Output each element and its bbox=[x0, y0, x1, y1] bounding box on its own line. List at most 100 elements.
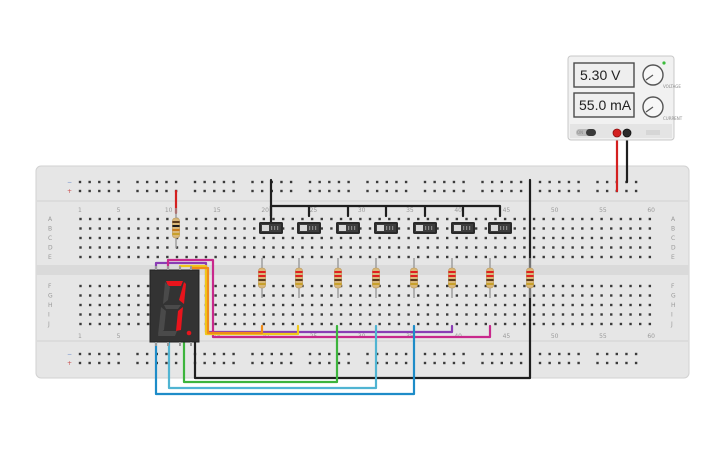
breadboard-hole[interactable] bbox=[426, 303, 430, 307]
rail-hole[interactable] bbox=[443, 189, 446, 193]
breadboard-hole[interactable] bbox=[253, 284, 256, 288]
breadboard-hole[interactable] bbox=[310, 236, 314, 240]
breadboard-hole[interactable] bbox=[233, 246, 237, 249]
breadboard-hole[interactable] bbox=[243, 246, 246, 249]
breadboard-hole[interactable] bbox=[291, 294, 294, 297]
breadboard-hole[interactable] bbox=[619, 322, 623, 326]
breadboard-hole[interactable] bbox=[484, 294, 487, 297]
rail-hole[interactable] bbox=[270, 361, 273, 365]
rail-hole[interactable] bbox=[136, 189, 139, 193]
breadboard-hole[interactable] bbox=[79, 246, 82, 249]
rail-hole[interactable] bbox=[481, 189, 484, 193]
breadboard-hole[interactable] bbox=[127, 255, 130, 259]
breadboard-hole[interactable] bbox=[446, 227, 449, 230]
breadboard-hole[interactable] bbox=[600, 227, 603, 230]
breadboard-hole[interactable] bbox=[214, 303, 217, 307]
breadboard-hole[interactable] bbox=[137, 255, 140, 259]
rail-hole[interactable] bbox=[270, 352, 273, 356]
breadboard-hole[interactable] bbox=[610, 236, 613, 240]
rail-hole[interactable] bbox=[232, 361, 235, 365]
rail-hole[interactable] bbox=[490, 361, 494, 365]
rail-hole[interactable] bbox=[347, 352, 350, 356]
breadboard-hole[interactable] bbox=[79, 322, 82, 326]
breadboard-hole[interactable] bbox=[629, 294, 632, 297]
breadboard-hole[interactable] bbox=[214, 227, 217, 230]
breadboard-hole[interactable] bbox=[426, 294, 430, 297]
rail-hole[interactable] bbox=[308, 352, 312, 356]
breadboard-hole[interactable] bbox=[639, 284, 642, 288]
breadboard-hole[interactable] bbox=[262, 313, 266, 316]
breadboard-hole[interactable] bbox=[281, 313, 285, 316]
breadboard-hole[interactable] bbox=[552, 294, 555, 297]
breadboard-hole[interactable] bbox=[378, 246, 381, 249]
breadboard-hole[interactable] bbox=[378, 322, 381, 326]
breadboard-hole[interactable] bbox=[339, 236, 343, 240]
breadboard-holes[interactable] bbox=[78, 180, 652, 365]
breadboard-hole[interactable] bbox=[465, 246, 468, 249]
rail-hole[interactable] bbox=[490, 352, 494, 356]
breadboard-hole[interactable] bbox=[648, 322, 652, 326]
breadboard-hole[interactable] bbox=[503, 313, 507, 316]
breadboard-hole[interactable] bbox=[484, 246, 487, 249]
breadboard-hole[interactable] bbox=[117, 284, 121, 288]
breadboard-hole[interactable] bbox=[436, 313, 439, 316]
breadboard-hole[interactable] bbox=[619, 284, 623, 288]
breadboard-hole[interactable] bbox=[542, 284, 545, 288]
breadboard-hole[interactable] bbox=[98, 227, 101, 230]
breadboard-hole[interactable] bbox=[436, 217, 439, 221]
breadboard-hole[interactable] bbox=[310, 303, 314, 307]
rail-hole[interactable] bbox=[366, 189, 369, 193]
breadboard-hole[interactable] bbox=[388, 284, 391, 288]
breadboard-hole[interactable] bbox=[561, 217, 565, 221]
breadboard-hole[interactable] bbox=[590, 217, 594, 221]
breadboard-hole[interactable] bbox=[407, 322, 410, 326]
breadboard-hole[interactable] bbox=[513, 236, 516, 240]
breadboard-hole[interactable] bbox=[368, 255, 372, 259]
rail-hole[interactable] bbox=[443, 352, 446, 356]
rail-hole[interactable] bbox=[433, 180, 436, 184]
breadboard-hole[interactable] bbox=[532, 284, 536, 288]
breadboard-hole[interactable] bbox=[291, 246, 294, 249]
breadboard-hole[interactable] bbox=[262, 303, 266, 307]
resistor[interactable] bbox=[258, 258, 266, 298]
breadboard-hole[interactable] bbox=[639, 217, 642, 221]
breadboard-hole[interactable] bbox=[600, 284, 603, 288]
rail-hole[interactable] bbox=[98, 180, 101, 184]
breadboard-hole[interactable] bbox=[233, 284, 237, 288]
breadboard-hole[interactable] bbox=[204, 227, 208, 230]
breadboard-hole[interactable] bbox=[349, 303, 352, 307]
breadboard-hole[interactable] bbox=[253, 227, 256, 230]
rail-hole[interactable] bbox=[165, 352, 168, 356]
rail-hole[interactable] bbox=[423, 180, 427, 184]
rail-hole[interactable] bbox=[558, 189, 561, 193]
breadboard-hole[interactable] bbox=[590, 294, 594, 297]
rail-hole[interactable] bbox=[107, 352, 111, 356]
rail-hole[interactable] bbox=[203, 180, 206, 184]
rail-hole[interactable] bbox=[490, 189, 494, 193]
breadboard-hole[interactable] bbox=[127, 246, 130, 249]
breadboard-hole[interactable] bbox=[503, 294, 507, 297]
breadboard-hole[interactable] bbox=[98, 217, 101, 221]
breadboard-hole[interactable] bbox=[610, 217, 613, 221]
breadboard-hole[interactable] bbox=[204, 217, 208, 221]
breadboard-hole[interactable] bbox=[629, 217, 632, 221]
breadboard-hole[interactable] bbox=[281, 255, 285, 259]
rail-hole[interactable] bbox=[251, 361, 254, 365]
breadboard-hole[interactable] bbox=[446, 322, 449, 326]
breadboard-hole[interactable] bbox=[388, 236, 391, 240]
breadboard-hole[interactable] bbox=[272, 313, 275, 316]
breadboard-hole[interactable] bbox=[397, 303, 401, 307]
breadboard-hole[interactable] bbox=[629, 303, 632, 307]
breadboard-hole[interactable] bbox=[552, 284, 555, 288]
breadboard-hole[interactable] bbox=[446, 236, 449, 240]
rail-hole[interactable] bbox=[136, 180, 139, 184]
breadboard-hole[interactable] bbox=[397, 255, 401, 259]
wire-magenta[interactable] bbox=[166, 258, 492, 339]
breadboard-hole[interactable] bbox=[291, 313, 294, 316]
breadboard-hole[interactable] bbox=[590, 303, 594, 307]
breadboard-hole[interactable] bbox=[368, 227, 372, 230]
breadboard-hole[interactable] bbox=[368, 322, 372, 326]
breadboard-hole[interactable] bbox=[600, 236, 603, 240]
breadboard-hole[interactable] bbox=[532, 255, 536, 259]
breadboard-hole[interactable] bbox=[513, 294, 516, 297]
